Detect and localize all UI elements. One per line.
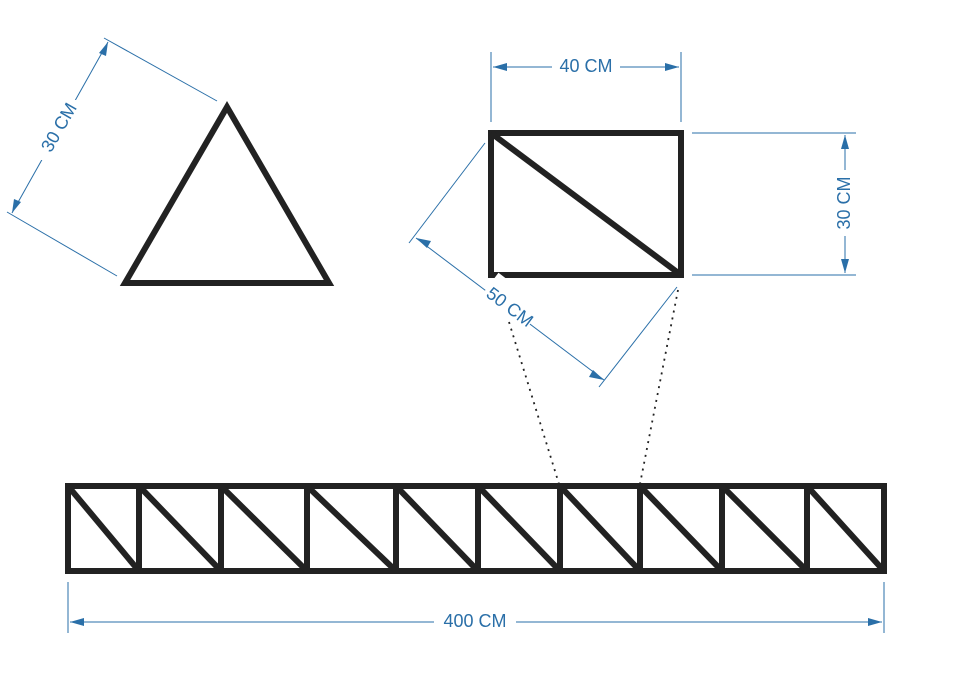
rectangle-width-label: 40 CM	[559, 56, 612, 76]
truss-diagonal	[393, 483, 481, 574]
truss-diagonal	[557, 483, 643, 574]
rectangle-width-dimension: 40 CM	[490, 52, 682, 122]
truss-diagonal	[304, 483, 399, 574]
truss-diagonal	[218, 483, 310, 574]
truss-diagonal	[475, 483, 563, 574]
equilateral-triangle	[119, 101, 335, 286]
truss-length-label: 400 CM	[443, 611, 506, 631]
rectangle-height-dimension: 30 CM	[692, 132, 856, 276]
truss-diagonal	[136, 483, 224, 574]
detail-connector-lines	[508, 289, 679, 485]
truss-diagonal	[637, 483, 725, 574]
truss-diagonal	[804, 483, 887, 574]
truss	[65, 483, 887, 574]
truss-diagonal	[719, 483, 810, 574]
rectangle-diagonal	[489, 130, 683, 278]
rectangle-diagonal-dimension: 50 CM	[408, 142, 678, 388]
truss-members	[65, 483, 887, 574]
rectangle-height-label: 30 CM	[834, 176, 854, 229]
triangle-side-dimension: 30 CM	[6, 37, 218, 277]
truss-diagonal	[65, 484, 142, 573]
rectangle-panel	[488, 130, 684, 278]
truss-length-dimension: 400 CM	[67, 582, 885, 633]
